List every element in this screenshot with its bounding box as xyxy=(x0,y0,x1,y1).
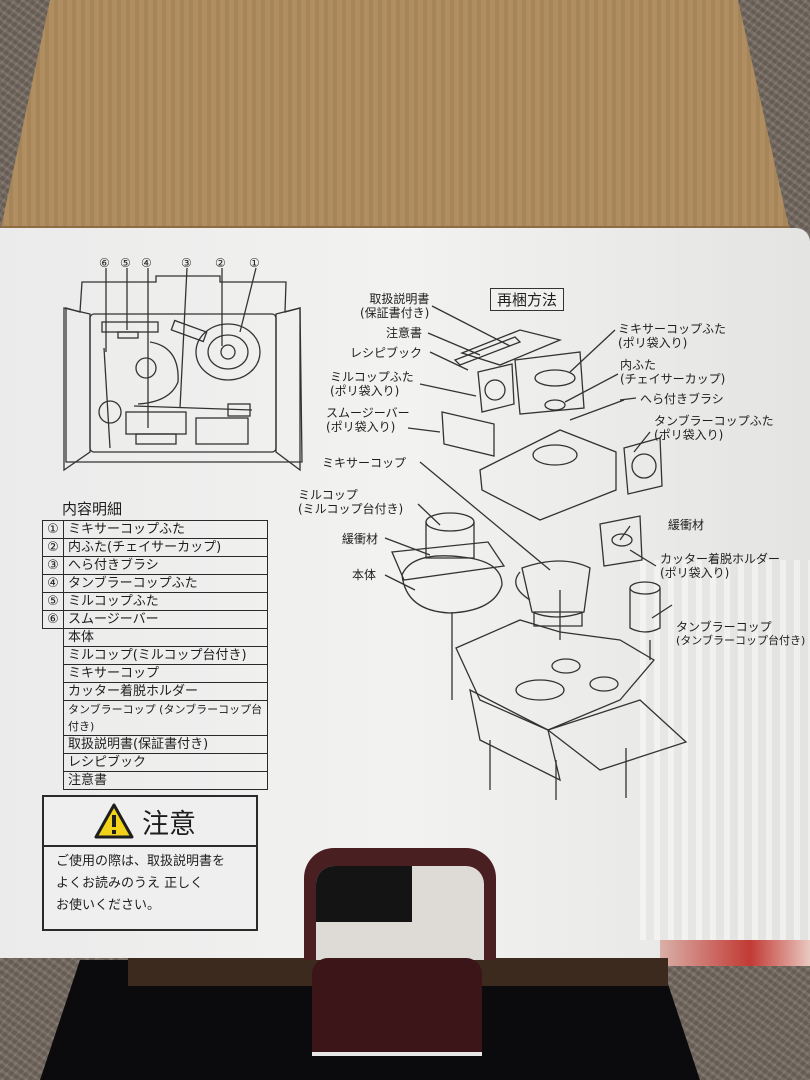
item-label: ミキサーコップふた xyxy=(63,520,268,539)
tray-callout-1: ① xyxy=(249,256,260,270)
contents-row: カッター着脱ホルダー xyxy=(43,682,268,701)
label-notice: 注意書 xyxy=(386,326,423,340)
repack-title: 再梱方法 xyxy=(490,288,565,311)
label-mixer-lid: ミキサーコップふた(ポリ袋入り) xyxy=(618,322,727,350)
item-label: カッター着脱ホルダー xyxy=(63,682,268,701)
item-label: へら付きブラシ xyxy=(63,556,268,575)
caution-line: お使いください。 xyxy=(56,898,161,913)
label-smoothie-bar: スムージーバー(ポリ袋入り) xyxy=(326,406,410,434)
contents-row: タンブラーコップ (タンブラーコップ台付き) xyxy=(43,700,268,736)
handle-window xyxy=(316,866,484,960)
contents-row: ミキサーコップ xyxy=(43,664,268,683)
item-label: ミルコップふた xyxy=(63,592,268,611)
product-photo-strip xyxy=(660,940,810,966)
label-mill-lid: ミルコップふた(ポリ袋入り) xyxy=(330,370,414,398)
item-label: 内ふた(チェイサーカップ) xyxy=(63,538,268,557)
label-cushion-left: 緩衝材 xyxy=(342,532,379,546)
tray-callout-6: ⑥ xyxy=(99,256,110,270)
inner-product xyxy=(316,866,412,922)
tray-diagram xyxy=(63,275,303,472)
label-mixer-cup: ミキサーコップ xyxy=(322,456,407,470)
light-glare xyxy=(640,560,810,940)
label-cutter-holder: カッター着脱ホルダー(ポリ袋入り) xyxy=(660,552,781,580)
item-label: ミルコップ(ミルコップ台付き) xyxy=(63,646,268,665)
label-mill-cup: ミルコップ(ミルコップ台付き) xyxy=(298,488,404,516)
caution-box: 注意 ご使用の際は、取扱説明書を よくお読みのうえ 正しく お使いください。 xyxy=(42,795,258,931)
item-label: スムージーバー xyxy=(63,610,268,629)
contents-row: 取扱説明書(保証書付き) xyxy=(43,735,268,754)
caution-header: 注意 xyxy=(44,797,256,847)
item-number: ⑥ xyxy=(42,610,64,629)
tray-callout-3: ③ xyxy=(181,256,192,270)
item-number: ③ xyxy=(42,556,64,575)
label-manual: 取扱説明書(保証書付き) xyxy=(360,292,430,320)
cardboard-flap xyxy=(0,0,790,232)
caution-line: よくお読みのうえ 正しく xyxy=(56,876,204,891)
item-number: ⑤ xyxy=(42,592,64,611)
label-brush: へら付きブラシ xyxy=(640,392,724,406)
item-label: 取扱説明書(保証書付き) xyxy=(63,735,268,754)
label-recipe: レシピブック xyxy=(350,346,423,360)
tray-callout-4: ④ xyxy=(141,256,152,270)
contents-row: ミルコップ(ミルコップ台付き) xyxy=(43,646,268,665)
contents-row: 注意書 xyxy=(43,771,268,790)
item-label: ミキサーコップ xyxy=(63,664,268,683)
item-label: レシピブック xyxy=(63,753,268,772)
label-tumbler-lid: タンブラーコップふた(ポリ袋入り) xyxy=(654,414,774,442)
repack-diagram xyxy=(384,305,688,800)
label-tumbler-cup: タンブラーコップ(タンブラーコップ台付き) xyxy=(676,620,806,647)
contents-row: レシピブック xyxy=(43,753,268,772)
tray-callout-2: ② xyxy=(215,256,226,270)
caution-line: ご使用の際は、取扱説明書を xyxy=(56,854,226,869)
warning-triangle-icon xyxy=(94,803,134,839)
label-inner-lid: 内ふた(チェイサーカップ) xyxy=(620,358,726,386)
contents-title: 内容明細 xyxy=(62,500,123,518)
contents-row: 本体 xyxy=(43,628,268,647)
item-number: ② xyxy=(42,538,64,557)
label-body: 本体 xyxy=(352,568,377,582)
item-label: 本体 xyxy=(63,628,268,647)
item-number: ④ xyxy=(42,574,64,593)
caution-text: ご使用の際は、取扱説明書を よくお読みのうえ 正しく お使いください。 xyxy=(44,847,256,917)
tray-callout-5: ⑤ xyxy=(120,256,131,270)
caution-title: 注意 xyxy=(142,808,196,840)
item-label: 注意書 xyxy=(63,771,268,790)
label-cushion-right: 緩衝材 xyxy=(668,518,705,532)
item-label: タンブラーコップ (タンブラーコップ台付き) xyxy=(63,700,268,736)
item-number: ① xyxy=(42,520,64,539)
item-label: タンブラーコップふた xyxy=(63,574,268,593)
handle-tab[interactable] xyxy=(312,958,482,1056)
